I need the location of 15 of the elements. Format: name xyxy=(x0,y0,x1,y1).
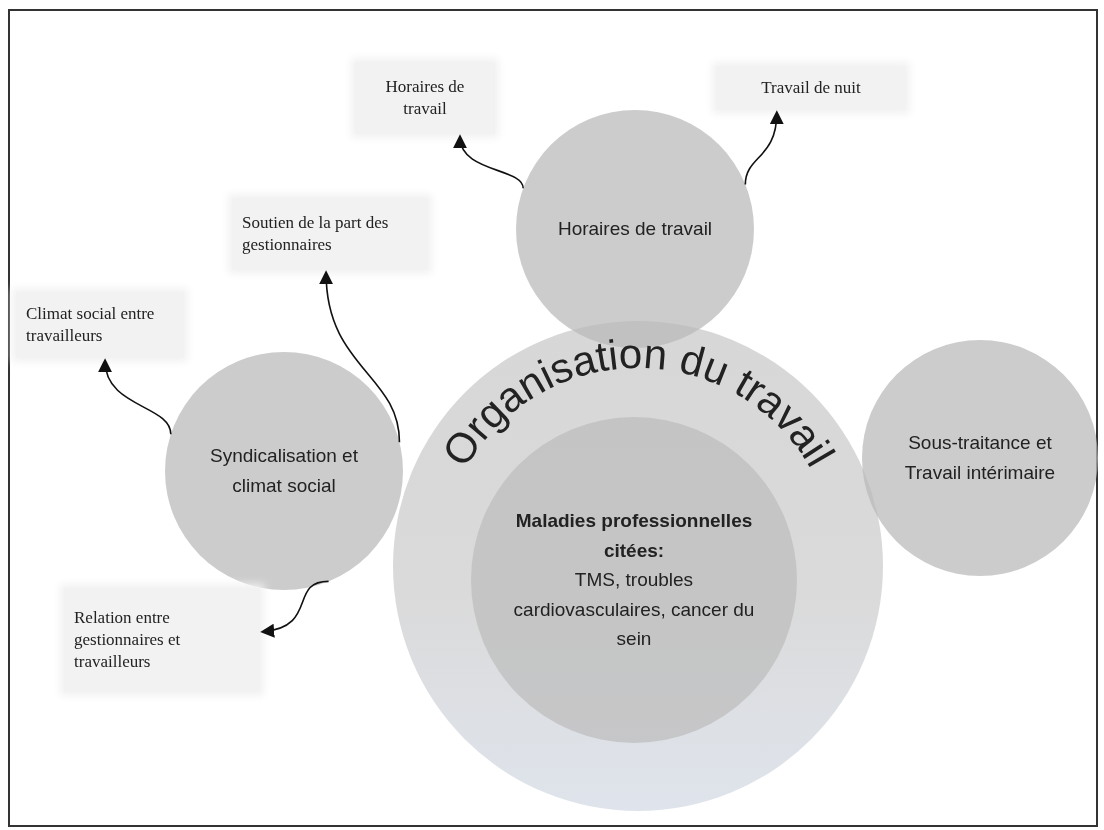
circle-label: Syndicalisation et climat social xyxy=(209,443,359,498)
arrow xyxy=(319,270,401,443)
arrow xyxy=(454,134,524,190)
circle-heading: Maladies professionnelles citées: xyxy=(514,509,754,563)
arrow xyxy=(99,358,172,436)
arrow xyxy=(260,580,330,637)
circle-text: TMS, troubles cardiovasculaires, cancer du sein xyxy=(512,568,756,652)
circle-label: Horaires de travail xyxy=(557,216,713,241)
arrow xyxy=(744,110,784,186)
label-text: Relation entre gestionnaires et travailleurs xyxy=(74,606,182,674)
label-text: Horaires de travail xyxy=(384,75,466,120)
label-text: Climat social entre travailleurs xyxy=(26,302,156,347)
label-text: Soutien de la part des gestionnaires xyxy=(242,211,390,256)
circle-label: Sous-traitance et Travail intérimaire xyxy=(903,430,1057,485)
label-text: Travail de nuit xyxy=(760,76,862,99)
